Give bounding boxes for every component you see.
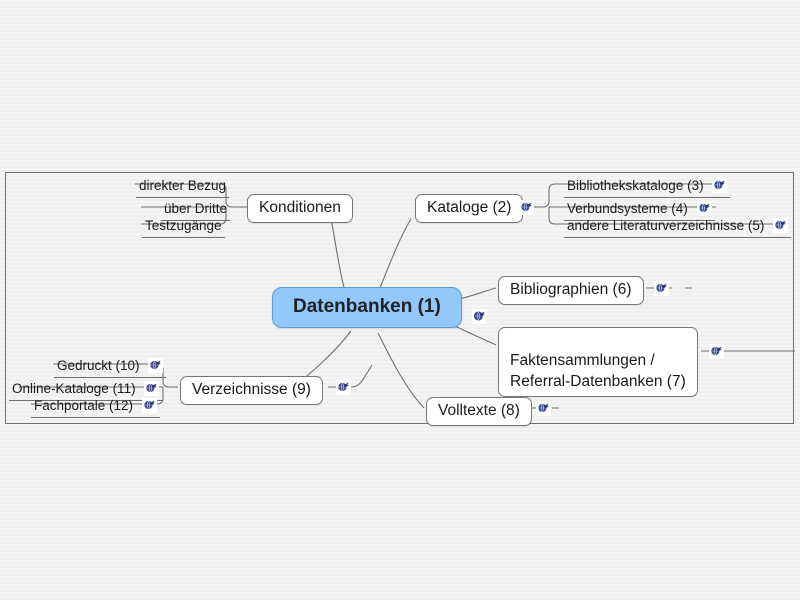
node-bibliothekskataloge-label: Bibliothekskataloge (3) xyxy=(567,178,704,193)
hyperlink-icon[interactable] xyxy=(773,218,789,233)
node-ueber-dritte[interactable]: über Dritte xyxy=(161,199,231,221)
node-verzeichnisse-label: Verzeichnisse (9) xyxy=(192,381,311,398)
hyperlink-icon[interactable] xyxy=(148,358,164,373)
node-online-kataloge-label: Online-Kataloge (11) xyxy=(12,381,136,396)
node-andere-literaturverzeichnisse-label: andere Literaturverzeichnisse (5) xyxy=(567,218,765,233)
hyperlink-icon[interactable] xyxy=(536,401,551,416)
node-volltexte-label: Volltexte (8) xyxy=(438,402,520,419)
node-testzugaenge[interactable]: Testzugänge xyxy=(142,216,225,238)
mindmap-canvas: Datenbanken (1) Konditionen direkter Bez… xyxy=(5,172,795,427)
node-konditionen-label: Konditionen xyxy=(259,199,341,216)
node-testzugaenge-label: Testzugänge xyxy=(145,218,222,233)
hyperlink-icon[interactable] xyxy=(141,398,157,413)
node-verbundsysteme-label: Verbundsysteme (4) xyxy=(567,201,688,216)
node-volltexte[interactable]: Volltexte (8) xyxy=(426,397,532,427)
node-fachportale-label: Fachportale (12) xyxy=(34,398,134,413)
node-kataloge-label: Kataloge (2) xyxy=(427,199,512,216)
node-bibliographien-label: Bibliographien (6) xyxy=(510,281,632,298)
node-fachportale[interactable]: Fachportale (12) xyxy=(31,396,160,418)
node-root-label: Datenbanken (1) xyxy=(293,296,441,317)
node-ueber-dritte-label: über Dritte xyxy=(164,201,228,216)
node-bibliothekskataloge[interactable]: Bibliothekskataloge (3) xyxy=(564,176,731,198)
hyperlink-icon[interactable] xyxy=(144,381,160,396)
node-gedruckt[interactable]: Gedruckt (10) xyxy=(54,356,167,378)
edge-root-volltexte xyxy=(377,332,425,409)
node-kataloge[interactable]: Kataloge (2) xyxy=(415,194,524,224)
node-bibliographien[interactable]: Bibliographien (6) xyxy=(498,276,644,306)
hyperlink-icon[interactable] xyxy=(709,344,724,359)
node-root-datenbanken[interactable]: Datenbanken (1) xyxy=(272,287,462,328)
hyperlink-icon[interactable] xyxy=(712,178,728,193)
node-faktensammlungen[interactable]: Faktensammlungen / Referral-Datenbanken … xyxy=(498,327,698,398)
hyperlink-icon[interactable] xyxy=(336,380,351,395)
node-faktensammlungen-label: Faktensammlungen / Referral-Datenbanken … xyxy=(510,352,686,390)
hyperlink-icon[interactable] xyxy=(472,309,487,324)
hyperlink-icon[interactable] xyxy=(654,281,669,296)
node-verzeichnisse[interactable]: Verzeichnisse (9) xyxy=(180,376,323,406)
node-online-kataloge[interactable]: Online-Kataloge (11) xyxy=(9,379,163,401)
node-gedruckt-label: Gedruckt (10) xyxy=(57,358,140,373)
node-andere-literaturverzeichnisse[interactable]: andere Literaturverzeichnisse (5) xyxy=(564,216,792,238)
hyperlink-icon[interactable] xyxy=(696,201,712,216)
node-direkter-bezug-label: direkter Bezug xyxy=(139,178,227,193)
node-verbundsysteme[interactable]: Verbundsysteme (4) xyxy=(564,199,715,221)
node-konditionen[interactable]: Konditionen xyxy=(247,194,353,224)
node-direkter-bezug[interactable]: direkter Bezug xyxy=(136,176,230,198)
hyperlink-icon[interactable] xyxy=(519,200,534,215)
